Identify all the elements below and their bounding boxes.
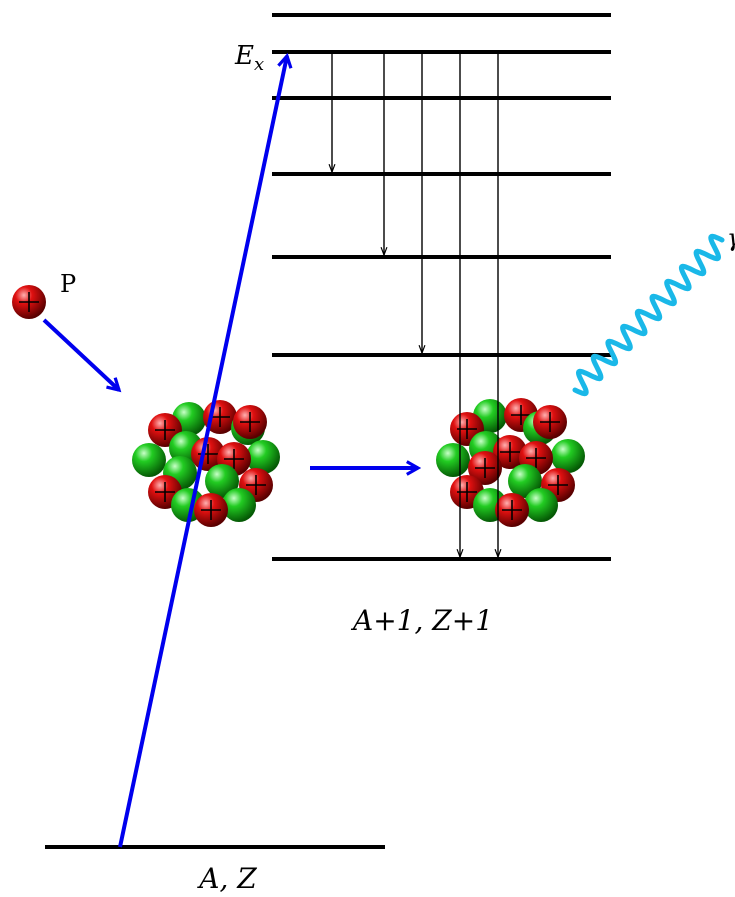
product-nucleus-label: A+1, Z+1 [350, 604, 493, 637]
incoming-proton [11, 284, 47, 320]
target-nucleus-label: A, Z [196, 862, 257, 895]
gamma-wave [572, 233, 725, 397]
projectile-label: P [60, 270, 76, 298]
product-nucleus [436, 397, 585, 528]
gamma-label: γ [727, 224, 735, 252]
excitation-energy-subscript: x [254, 54, 264, 75]
target-nucleus [132, 399, 280, 528]
gamma-transitions [332, 54, 498, 557]
excitation-energy-label: Ex [234, 41, 264, 75]
proton-incoming-arrow [42, 318, 122, 393]
excitation-energy-symbol: E [234, 41, 254, 71]
energy-levels [272, 13, 611, 561]
excitation-arrow [118, 52, 293, 848]
